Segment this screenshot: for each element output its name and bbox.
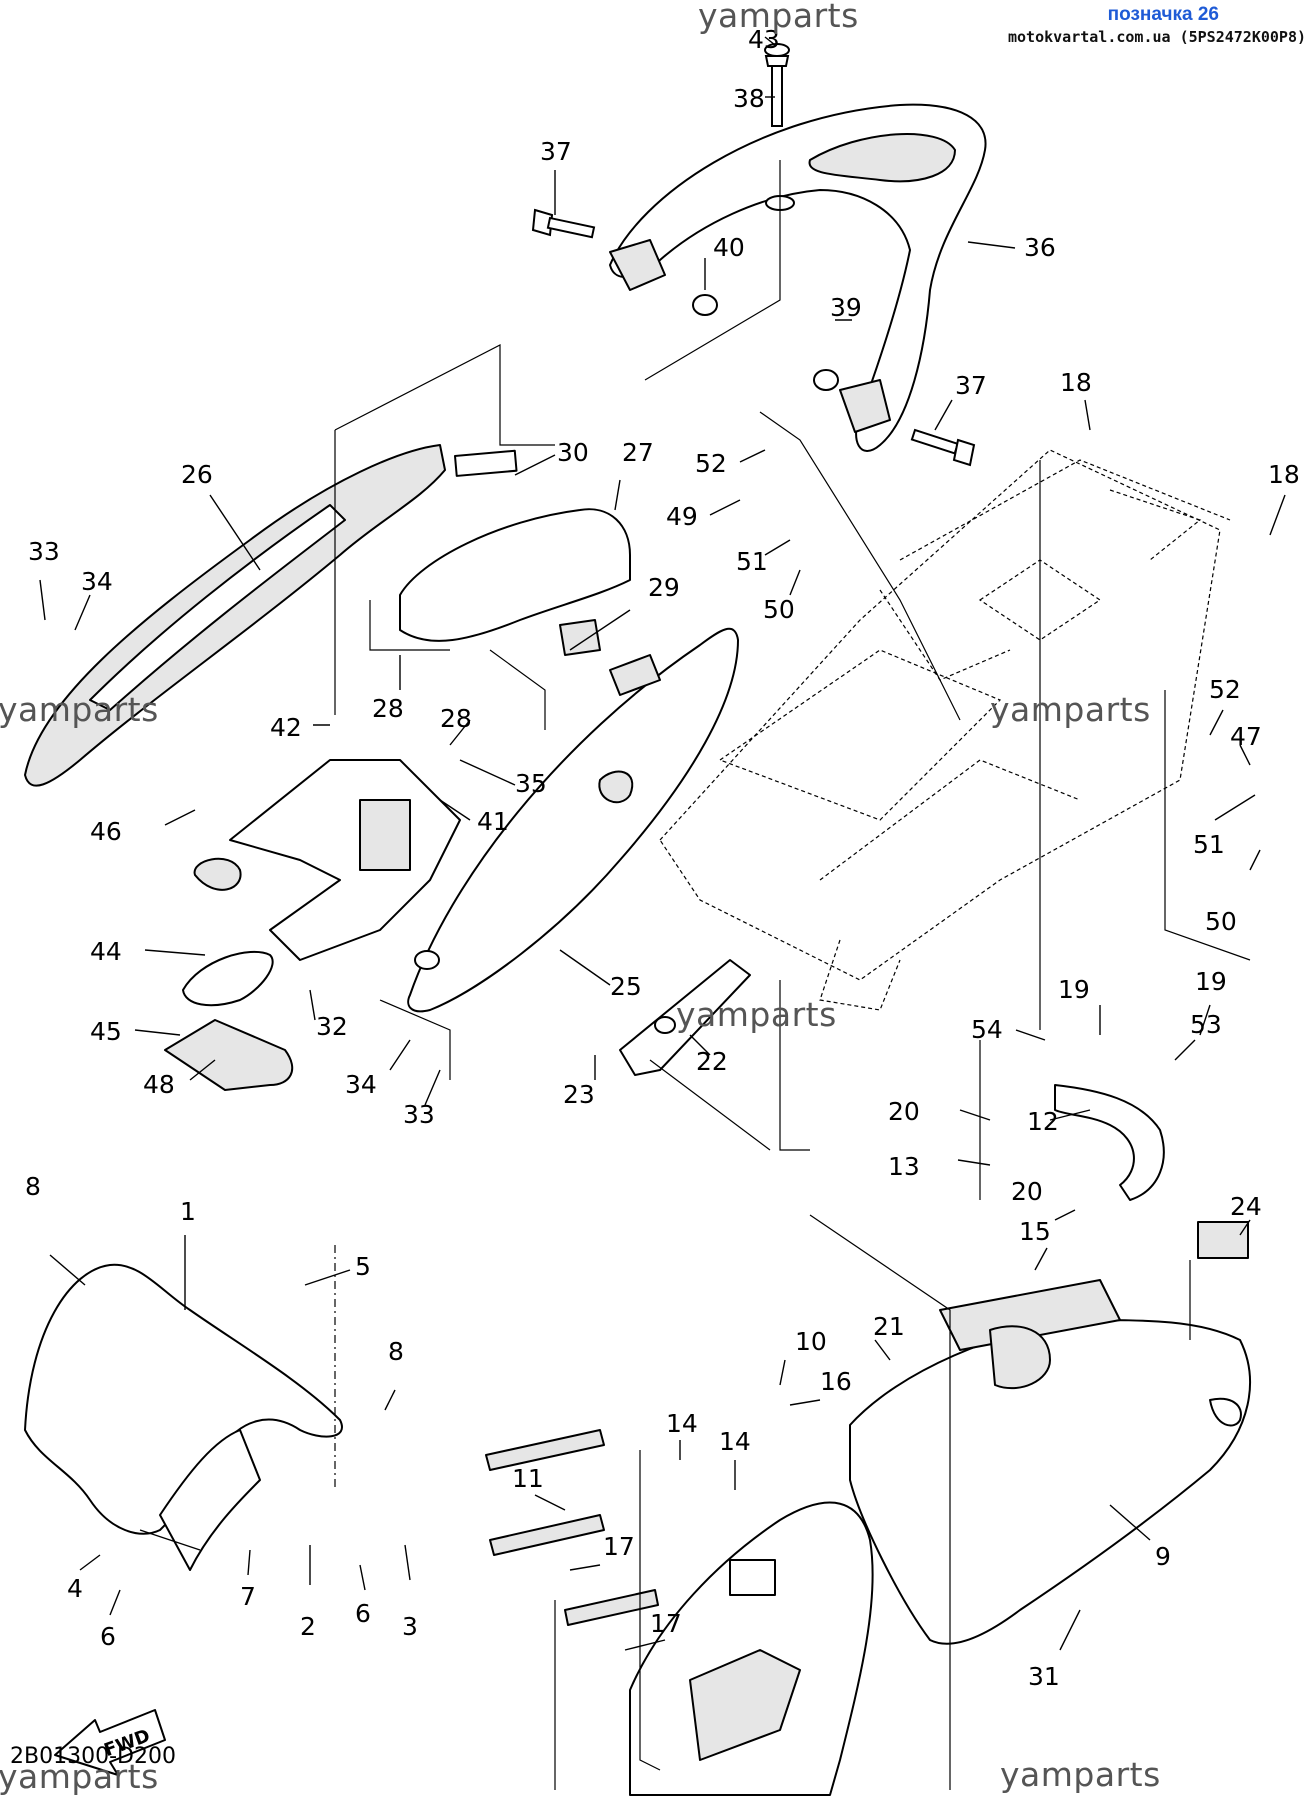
- diagram-code: 2B01300-D200: [10, 1744, 176, 1769]
- callout-37: 37: [540, 137, 572, 166]
- callout-17: 17: [603, 1532, 635, 1561]
- callout-21: 21: [873, 1312, 905, 1341]
- callout-22: 22: [696, 1047, 728, 1076]
- callout-1: 1: [180, 1197, 196, 1226]
- callout-20b: 20: [1011, 1177, 1043, 1206]
- callout-11: 11: [512, 1464, 544, 1493]
- watermark-bottom-left: yamparts: [0, 1757, 159, 1796]
- lower-housing-part: [629, 1501, 874, 1796]
- callout-15: 15: [1019, 1217, 1051, 1246]
- callout-33b: 33: [403, 1100, 435, 1129]
- callout-14: 14: [666, 1409, 698, 1438]
- callout-37b: 37: [955, 371, 987, 400]
- side-cover-left-part: [24, 444, 446, 787]
- callout-39: 39: [830, 293, 862, 322]
- callout-4: 4: [67, 1574, 83, 1603]
- header-subtitle: motokvartal.com.ua (5PS2472K00P8): [1007, 28, 1306, 46]
- side-cover-right-part: [407, 627, 739, 1013]
- watermark-left: yamparts: [0, 690, 159, 729]
- callout-44: 44: [90, 937, 122, 966]
- callout-52: 52: [695, 449, 727, 478]
- watermark-right: yamparts: [990, 690, 1151, 729]
- callout-48: 48: [143, 1070, 175, 1099]
- callout-51b: 51: [1193, 830, 1225, 859]
- callout-28: 28: [372, 694, 404, 723]
- callout-28b: 28: [440, 704, 472, 733]
- callout-6: 6: [355, 1599, 371, 1628]
- callout-2: 2: [300, 1612, 316, 1641]
- callout-17b: 17: [650, 1609, 682, 1638]
- callout-29: 29: [648, 573, 680, 602]
- callout-30: 30: [557, 438, 589, 467]
- callout-51: 51: [736, 547, 768, 576]
- callout-36: 36: [1024, 233, 1056, 262]
- callout-16: 16: [820, 1367, 852, 1396]
- callout-14b: 14: [719, 1427, 751, 1456]
- grab-bar-part: [609, 103, 987, 452]
- callout-24: 24: [1230, 1192, 1262, 1221]
- callout-25: 25: [610, 972, 642, 1001]
- callout-18b: 18: [1268, 460, 1300, 489]
- pads-and-strips: [485, 1084, 1249, 1626]
- front-fender-part: [24, 1263, 343, 1571]
- callout-50b: 50: [1205, 907, 1237, 936]
- callout-labels: 43 38 37 40 36 39 37 18 18 26 30 27 52 4…: [25, 25, 1300, 1691]
- callout-19b: 19: [1195, 967, 1227, 996]
- bracket-plate-part: [619, 959, 751, 1076]
- callout-38: 38: [733, 84, 765, 113]
- callout-54: 54: [971, 1015, 1003, 1044]
- callout-35: 35: [515, 769, 547, 798]
- callout-10: 10: [795, 1327, 827, 1356]
- callout-18: 18: [1060, 368, 1092, 397]
- leader-lines: [39, 36, 1286, 1651]
- seat-bracket-part: [164, 759, 461, 1091]
- callout-34b: 34: [345, 1070, 377, 1099]
- watermark-center: yamparts: [676, 995, 837, 1034]
- callout-27: 27: [622, 438, 654, 467]
- callout-19: 19: [1058, 975, 1090, 1004]
- callout-31: 31: [1028, 1662, 1060, 1691]
- watermark-bottom-right: yamparts: [1000, 1755, 1161, 1794]
- callout-7: 7: [240, 1582, 256, 1611]
- callout-42: 42: [270, 713, 302, 742]
- callout-41: 41: [477, 807, 509, 836]
- callout-20: 20: [888, 1097, 920, 1126]
- callout-9: 9: [1155, 1542, 1171, 1571]
- header-title: позначка 26: [1107, 4, 1219, 25]
- callout-32: 32: [316, 1012, 348, 1041]
- callout-3: 3: [402, 1612, 418, 1641]
- callout-47: 47: [1230, 722, 1262, 751]
- callout-49: 49: [666, 502, 698, 531]
- callout-50: 50: [763, 595, 795, 624]
- callout-33: 33: [28, 537, 60, 566]
- callout-26: 26: [181, 460, 213, 489]
- callout-40: 40: [713, 233, 745, 262]
- bolt-fasteners-top: [531, 43, 976, 467]
- callout-6b: 6: [100, 1622, 116, 1651]
- callout-46: 46: [90, 817, 122, 846]
- callout-13: 13: [888, 1152, 920, 1181]
- watermark-top: yamparts: [698, 0, 859, 35]
- callout-8: 8: [25, 1172, 41, 1201]
- callout-45: 45: [90, 1017, 122, 1046]
- callout-34: 34: [81, 567, 113, 596]
- callout-23: 23: [563, 1080, 595, 1109]
- rear-frame-phantom: [659, 449, 1231, 1011]
- callout-52b: 52: [1209, 675, 1241, 704]
- callout-8b: 8: [388, 1337, 404, 1366]
- callout-5: 5: [355, 1252, 371, 1281]
- callout-43: 43: [748, 25, 780, 54]
- callout-53: 53: [1190, 1010, 1222, 1039]
- assembly-guide-lines: [139, 160, 1251, 1790]
- callout-12: 12: [1027, 1107, 1059, 1136]
- seat-cowl-part: [399, 449, 631, 656]
